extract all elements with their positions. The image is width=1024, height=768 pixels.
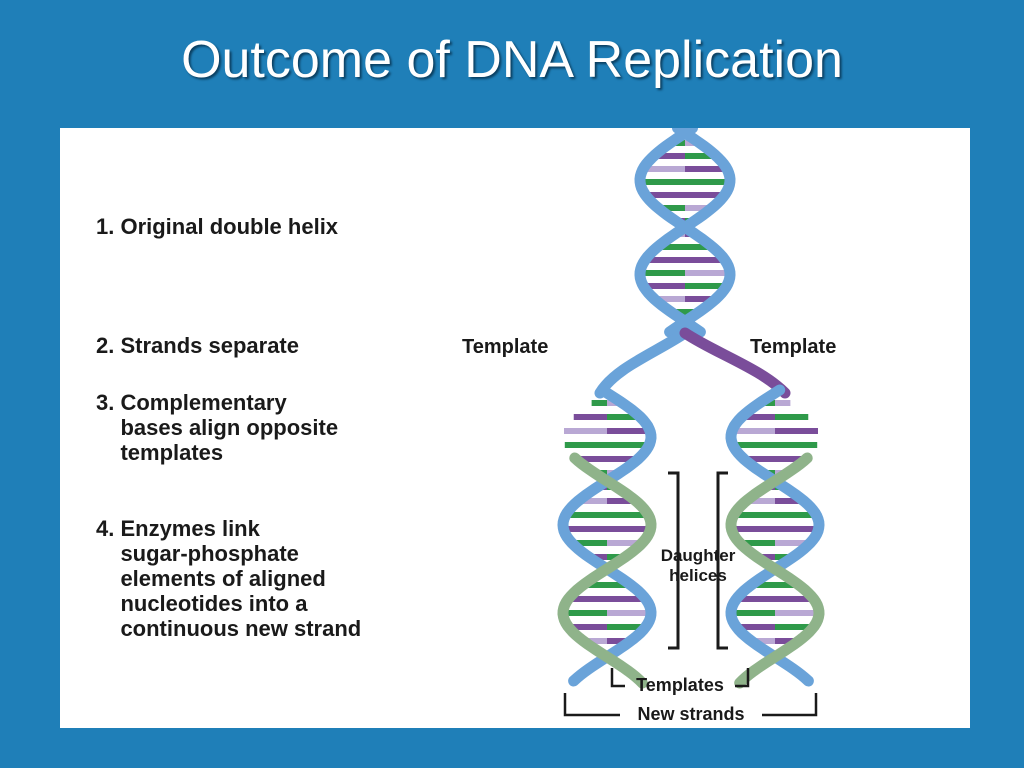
- daughter-helices-label-2: helices: [669, 566, 727, 585]
- figure-panel: 1. Original double helix 2. Strands sepa…: [60, 128, 970, 728]
- left-daughter-base: [568, 624, 607, 630]
- original-base: [640, 270, 685, 276]
- left-daughter-base: [591, 400, 607, 406]
- left-daughter-base: [607, 498, 636, 504]
- left-daughter-base: [607, 638, 631, 644]
- original-base: [685, 296, 716, 302]
- fork-arm-right: [679, 327, 791, 399]
- fork-arm-left: [594, 327, 691, 399]
- step-4-label: 4. Enzymes link sugar-phosphate elements…: [96, 516, 362, 641]
- daughter-helices-label-1: Daughter: [661, 546, 736, 565]
- left-daughter-base: [583, 638, 607, 644]
- right-daughter-base: [775, 512, 817, 518]
- right-daughter-base: [733, 512, 775, 518]
- left-new-strand: [557, 452, 657, 689]
- original-base: [640, 179, 685, 185]
- right-new-strand: [725, 452, 825, 689]
- right-daughter-base: [775, 624, 814, 630]
- original-base: [685, 244, 713, 250]
- original-base: [643, 166, 685, 172]
- left-daughter-base: [607, 610, 651, 616]
- templates-label: Templates: [636, 675, 724, 695]
- right-daughter-base: [775, 638, 799, 644]
- right-daughter-base: [775, 610, 819, 616]
- original-base: [653, 153, 685, 159]
- left-daughter-base: [607, 456, 639, 462]
- dna-replication-diagram: Template Template Daughter helices Templ…: [462, 128, 836, 724]
- left-daughter-base: [563, 610, 607, 616]
- original-base: [658, 205, 685, 211]
- original-base: [645, 192, 685, 198]
- left-daughter-base: [607, 596, 646, 602]
- right-daughter-base: [741, 414, 775, 420]
- right-daughter-base: [731, 526, 775, 532]
- original-base: [685, 257, 725, 263]
- left-daughter-base: [607, 526, 651, 532]
- daughter-bracket-left: [668, 471, 680, 650]
- template-label-right: Template: [750, 336, 836, 358]
- left-daughter-base: [573, 414, 607, 420]
- right-daughter-base: [736, 596, 775, 602]
- original-base: [657, 244, 685, 250]
- helix-strands: [557, 128, 825, 689]
- right-daughter-base: [746, 498, 775, 504]
- original-base: [685, 153, 717, 159]
- left-daughter-base: [568, 596, 607, 602]
- templates-bracket: [610, 668, 750, 688]
- right-daughter-base: [732, 442, 775, 448]
- right-daughter-base: [751, 638, 775, 644]
- left-template-strand: [557, 384, 657, 687]
- original-strand-b: [634, 128, 736, 338]
- left-daughter-base: [607, 414, 641, 420]
- left-daughter-base: [565, 512, 607, 518]
- left-daughter-base: [607, 442, 650, 448]
- original-base: [643, 283, 685, 289]
- left-daughter-base: [571, 540, 607, 546]
- new-strands-label: New strands: [637, 704, 744, 724]
- right-daughter-base: [751, 582, 775, 588]
- right-daughter-base: [731, 610, 775, 616]
- step-1-label: 1. Original double helix: [96, 214, 339, 239]
- step-3-label: 3. Complementary bases align opposite te…: [96, 390, 339, 465]
- original-base: [685, 179, 730, 185]
- left-daughter-base: [583, 582, 607, 588]
- template-label-left: Template: [462, 336, 548, 358]
- right-daughter-base: [743, 456, 775, 462]
- right-daughter-base: [775, 428, 818, 434]
- original-base: [654, 296, 685, 302]
- left-daughter-base: [563, 526, 607, 532]
- new-strands-bracket: [563, 693, 818, 717]
- original-base: [685, 270, 730, 276]
- original-base: [685, 166, 727, 172]
- right-daughter-base: [736, 624, 775, 630]
- right-daughter-base: [739, 540, 775, 546]
- left-daughter-base: [564, 442, 607, 448]
- step-2-label: 2. Strands separate: [96, 333, 299, 358]
- right-daughter-base: [775, 498, 804, 504]
- left-daughter-base: [607, 582, 631, 588]
- left-daughter-base: [607, 624, 646, 630]
- right-daughter-base: [775, 456, 807, 462]
- right-template-strand: [725, 384, 825, 687]
- right-daughter-base: [732, 428, 775, 434]
- left-daughter-base: [607, 512, 649, 518]
- right-daughter-base: [775, 400, 791, 406]
- original-base: [645, 257, 685, 263]
- original-base: [685, 283, 727, 289]
- right-daughter-base: [775, 442, 818, 448]
- left-daughter-base: [578, 498, 607, 504]
- original-base: [685, 192, 725, 198]
- right-daughter-base: [775, 414, 809, 420]
- left-daughter-base: [564, 428, 607, 434]
- left-daughter-base: [607, 540, 643, 546]
- left-daughter-base: [607, 428, 650, 434]
- right-daughter-base: [775, 596, 814, 602]
- right-daughter-base: [775, 526, 819, 532]
- original-base: [685, 205, 712, 211]
- slide-title: Outcome of DNA Replication: [181, 31, 843, 89]
- right-daughter-base: [775, 540, 811, 546]
- left-daughter-base: [575, 456, 607, 462]
- right-daughter-base: [775, 582, 799, 588]
- daughter-bracket-right: [716, 471, 728, 650]
